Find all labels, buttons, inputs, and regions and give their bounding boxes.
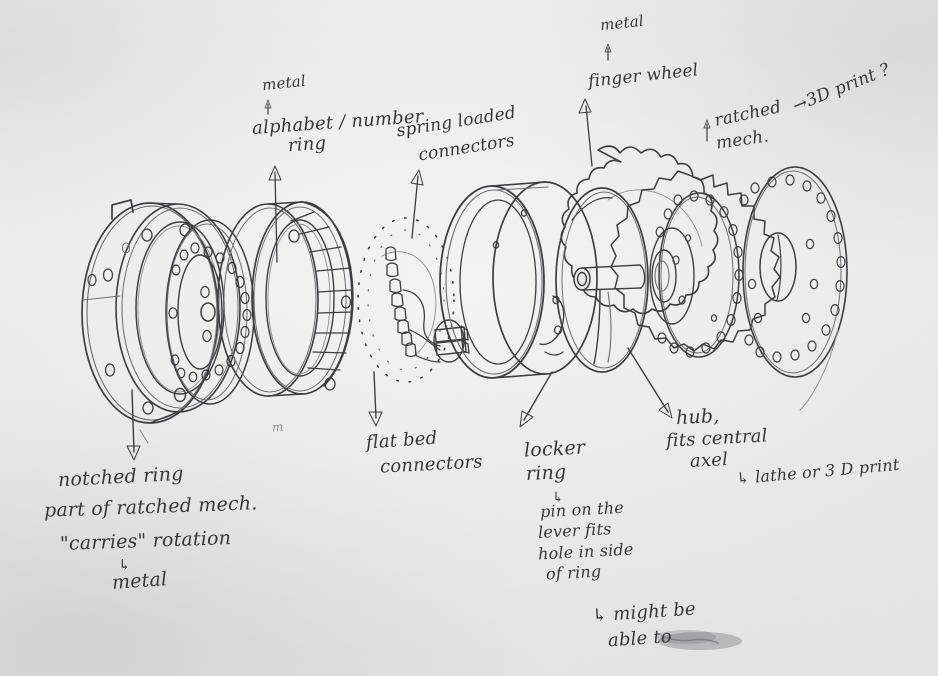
part-notched-ring bbox=[81, 199, 241, 444]
label-hub-line3: axel bbox=[689, 449, 729, 472]
part-end-plate bbox=[739, 166, 848, 411]
part-spring-connectors bbox=[357, 217, 470, 383]
part-ratchet-gear bbox=[610, 170, 781, 358]
label-locker-ring-note4: of ring bbox=[545, 561, 602, 584]
label-locker-ring-line1: locker bbox=[523, 436, 586, 462]
label-locker-ring-line2: ring bbox=[525, 460, 567, 486]
hub-boss bbox=[573, 264, 646, 291]
label-alphabet-ring-line2: ring bbox=[287, 132, 327, 157]
label-notched-ring-material: metal bbox=[111, 568, 168, 594]
eraser-smudge bbox=[656, 630, 742, 650]
label-hub-line1: hub, bbox=[675, 404, 720, 430]
part-finger-wheel bbox=[560, 145, 719, 315]
label-locker-ring-arrow: ↳ bbox=[552, 490, 564, 506]
label-notched-ring-arrow: ↳ bbox=[118, 556, 131, 574]
label-locker-ring-note2: lever fits bbox=[537, 519, 612, 542]
part-locker-ring bbox=[439, 181, 598, 379]
part-hub-disc bbox=[555, 187, 649, 373]
stray-pencil-mark: m bbox=[271, 419, 285, 435]
part-perforated-disc bbox=[165, 219, 255, 405]
part-alphabet-ring bbox=[217, 201, 354, 397]
leader-arrows bbox=[126, 43, 711, 461]
connector-block bbox=[433, 319, 470, 363]
